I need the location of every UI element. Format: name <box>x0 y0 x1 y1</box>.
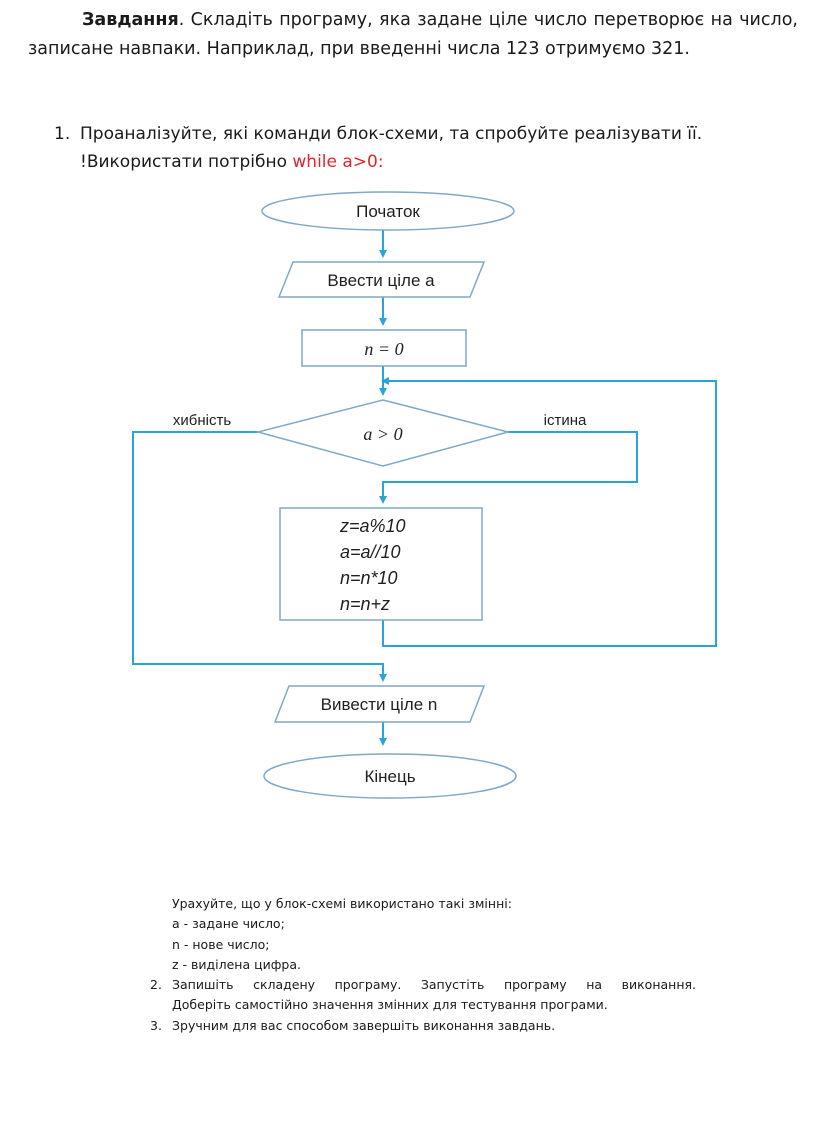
notes: Урахуйте, що у блок-схемі використано та… <box>150 894 750 1036</box>
variables-intro: Урахуйте, що у блок-схемі використано та… <box>172 896 512 911</box>
start-label: Початок <box>356 202 420 221</box>
arrow-false-branch <box>132 431 387 682</box>
arrow-true-branch <box>379 431 638 504</box>
item-1-number: 1. <box>54 124 71 144</box>
body-line: a=a//10 <box>340 542 401 562</box>
init-block <box>301 329 467 367</box>
condition-label: a > 0 <box>363 424 402 444</box>
item-1-prefix: !Використати потрібно <box>80 152 293 172</box>
input-label: Ввести ціле a <box>327 271 435 290</box>
item-3-text: Зручним для вас способом завершіть викон… <box>172 1017 556 1033</box>
input-block <box>277 261 486 298</box>
item-2-number: 2. <box>150 977 162 993</box>
output-block <box>273 685 486 723</box>
true-label: істина <box>544 412 587 429</box>
condition-diamond <box>255 399 511 467</box>
start-terminator <box>261 191 515 231</box>
item-2-line-1: Запишіть складену програму. Запустіть пр… <box>172 977 696 993</box>
variable-item: z - виділена цифра. <box>172 956 301 972</box>
item-1-line-1: Проаналізуйте, які команди блок-схеми, т… <box>80 124 703 144</box>
body-line: n=n+z <box>340 594 390 614</box>
item-1: 1. Проаналізуйте, які команди блок-схеми… <box>54 120 794 176</box>
variable-item: a - задане число; <box>172 916 285 932</box>
false-label: хибність <box>173 412 231 429</box>
body-block <box>279 507 483 621</box>
body-line: n=n*10 <box>340 568 398 588</box>
end-label: Кінець <box>364 767 415 786</box>
end-terminator <box>263 753 517 799</box>
task-paragraph: Завдання. Складіть програму, яка задане … <box>28 6 798 64</box>
output-label: Вивести ціле n <box>321 695 438 714</box>
variable-item: n - нове число; <box>172 936 270 952</box>
flow-connectors <box>132 230 717 746</box>
while-highlight: while a>0: <box>292 152 384 172</box>
body-line: z=a%10 <box>339 516 406 536</box>
task-label: Завдання <box>82 10 179 30</box>
arrow-loop-back <box>381 377 717 647</box>
item-2-line-2: Доберіть самостійно значення змінних для… <box>172 997 608 1013</box>
item-1-line-2: !Використати потрібно while a>0: <box>54 148 794 176</box>
item-3-number: 3. <box>150 1017 162 1033</box>
item-2: 2. Запишіть складену програму. Запустіть … <box>150 975 750 1016</box>
init-label: n = 0 <box>364 339 403 359</box>
item-3: 3. Зручним для вас способом завершіть вик… <box>150 1016 750 1036</box>
flowchart: Початок Ввести ціле a n = 0 a > 0 хибніс… <box>132 191 717 799</box>
body-statements: z=a%10 a=a//10 n=n*10 n=n+z <box>339 516 406 614</box>
task-text: . Складіть програму, яка задане ціле чис… <box>28 10 798 59</box>
